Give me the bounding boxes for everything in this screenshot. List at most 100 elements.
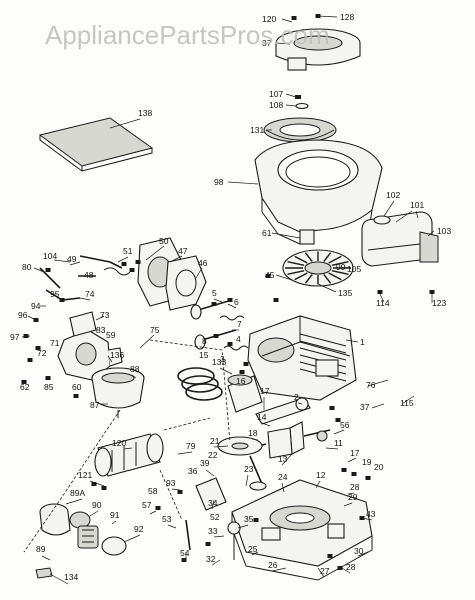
- leader-line: [275, 42, 291, 45]
- flywheel-fin: [304, 274, 313, 284]
- callout-label: 61: [262, 228, 272, 238]
- callout-label: 89A: [70, 488, 85, 498]
- bolt: [27, 358, 33, 362]
- callout-label: 2: [294, 392, 299, 402]
- bolt: [23, 334, 29, 338]
- leader-line: [21, 335, 31, 338]
- bolt: [73, 394, 79, 398]
- bolt: [59, 298, 65, 302]
- callout-label: 12: [316, 470, 326, 480]
- callout-label: 96: [18, 310, 28, 320]
- callout-label: 136: [110, 350, 124, 360]
- bolt: [181, 558, 187, 562]
- callout-label: 62: [20, 382, 30, 392]
- cylinder-fin: [299, 340, 347, 354]
- leader-line: [357, 551, 369, 557]
- leader-line: [69, 261, 81, 266]
- callout-label: 32: [206, 554, 216, 564]
- callout-label: 37: [360, 402, 370, 412]
- callout-label: 102: [386, 190, 400, 200]
- callout-label: 51: [123, 246, 133, 256]
- bolt: [377, 290, 383, 294]
- leader-line: [377, 289, 385, 303]
- callout-label: 134: [64, 572, 78, 582]
- assembly-outline: [23, 339, 231, 553]
- callout-label: 57: [142, 500, 152, 510]
- leader-line: [271, 567, 287, 572]
- crankcase-sump: [231, 479, 373, 581]
- callout-label: 21: [210, 436, 220, 446]
- blower-housing: [254, 139, 383, 245]
- callout-label: 90: [92, 500, 102, 510]
- callout-label: 131: [250, 125, 264, 135]
- callout-label: 80: [22, 262, 32, 272]
- leader-line: [271, 232, 301, 239]
- callout-label: 19: [362, 457, 372, 467]
- leader-line: [281, 453, 293, 466]
- leader-line: [227, 181, 259, 185]
- hardware-bolts: [21, 14, 435, 570]
- callout-label: 1: [360, 337, 365, 347]
- callout-label: 79: [186, 441, 196, 451]
- callout-label: 74: [85, 289, 95, 299]
- leader-line: [415, 210, 419, 219]
- leader-line: [33, 267, 45, 273]
- callout-label: 94: [31, 301, 41, 311]
- callout-label: 95: [50, 289, 60, 299]
- leader-line: [145, 245, 165, 261]
- callout-label: 54: [180, 548, 190, 558]
- leader-line: [27, 315, 37, 321]
- callout-label: 108: [269, 100, 283, 110]
- bolt: [329, 406, 335, 410]
- leader-line: [317, 283, 337, 293]
- leader-line: [79, 297, 91, 301]
- callout-label: 28: [346, 562, 356, 572]
- leader-line: [401, 395, 415, 405]
- bolt: [21, 380, 27, 384]
- camshaft-gear: [217, 436, 267, 491]
- leader-line: [167, 524, 177, 529]
- callout-label: 52: [210, 512, 220, 522]
- callout-label: 75: [150, 325, 160, 335]
- callout-label: 15: [199, 350, 209, 360]
- bolt: [121, 262, 127, 266]
- callout-label: 101: [410, 200, 424, 210]
- callout-label: 59: [106, 330, 116, 340]
- bolt: [273, 298, 279, 302]
- leader-line: [317, 15, 338, 18]
- callout-label: 53: [162, 514, 172, 524]
- leader-line: [213, 298, 223, 303]
- carburetor-body: [57, 311, 123, 381]
- leader-line: [111, 520, 117, 525]
- callout-label: 23: [244, 464, 254, 474]
- leader-line: [251, 551, 259, 556]
- callout-label: 83: [96, 325, 106, 335]
- bolt: [243, 362, 249, 366]
- callout-label: 29: [348, 492, 358, 502]
- leader-line: [333, 429, 345, 435]
- filter-pad: [38, 117, 154, 172]
- leader-line: [347, 457, 357, 463]
- leader-line: [195, 267, 203, 279]
- callout-label: 4: [236, 334, 241, 344]
- tag-134: [35, 567, 53, 579]
- flywheel-fin: [287, 261, 305, 267]
- leader-line: [49, 573, 69, 585]
- callout-label: 107: [269, 89, 283, 99]
- leader-line: [211, 499, 215, 510]
- callout-label: 17: [260, 386, 270, 396]
- callout-label: 99: [336, 262, 346, 272]
- leader-lines: [21, 15, 435, 585]
- flywheel-fin: [294, 272, 308, 281]
- callout-label: 92: [134, 524, 144, 534]
- fuel-bowl: [91, 367, 145, 418]
- leader-line: [131, 374, 137, 379]
- leader-line: [371, 403, 385, 409]
- leader-line: [317, 567, 325, 578]
- flywheel-fin: [323, 252, 332, 262]
- cylinder-fin: [299, 347, 347, 361]
- callout-label: 14: [257, 412, 267, 422]
